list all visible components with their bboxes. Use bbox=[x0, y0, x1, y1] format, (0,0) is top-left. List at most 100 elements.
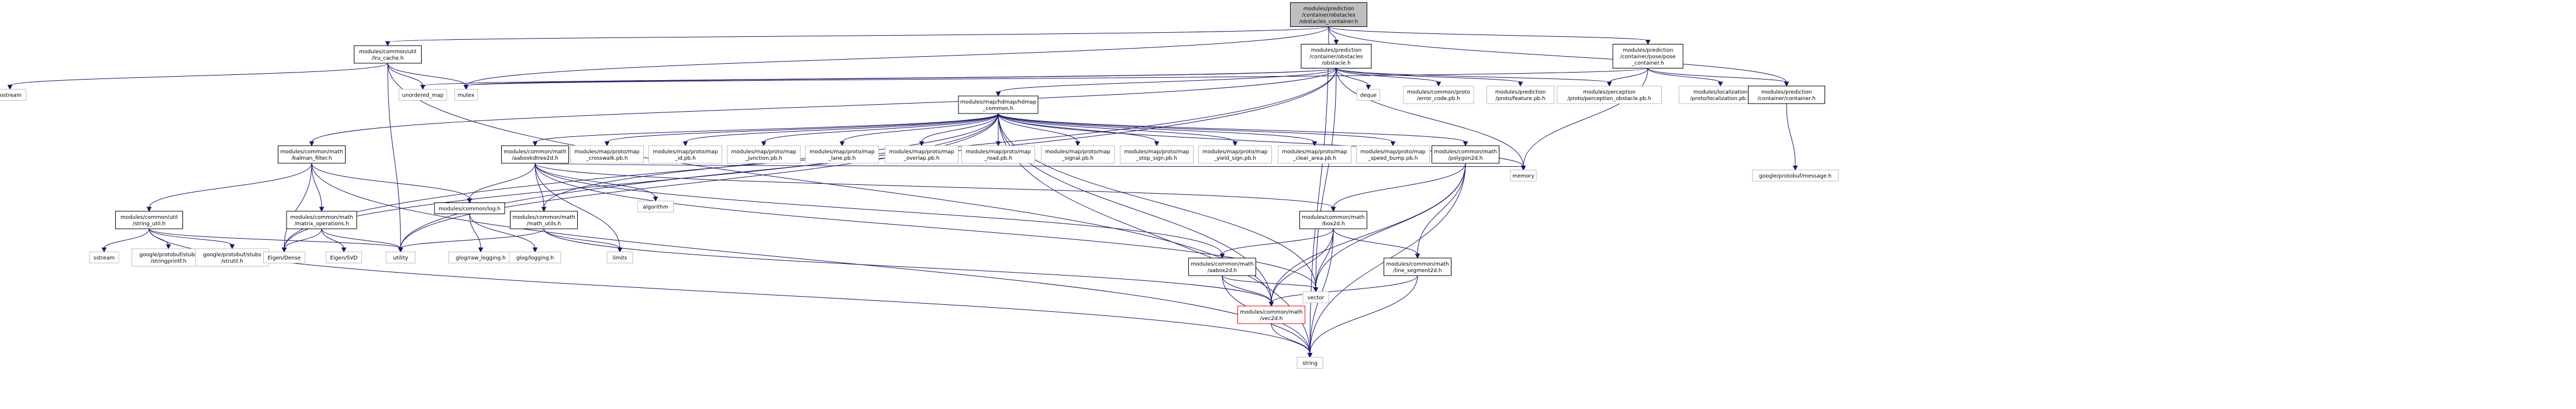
node-label: modules/map/proto/map bbox=[574, 149, 640, 155]
edge-hdmap-common-to-junction bbox=[763, 113, 999, 143]
edge-arrowhead bbox=[1390, 141, 1396, 147]
node-lru[interactable]: modules/common/util/lru_cache.h bbox=[354, 45, 422, 64]
node-unordered-map[interactable]: unordered_map bbox=[398, 89, 447, 101]
node-label: Eigen/SVD bbox=[330, 256, 358, 262]
node-clear-area[interactable]: modules/map/proto/map_clear_area.pb.h bbox=[1278, 145, 1351, 164]
node-id-pb[interactable]: modules/map/proto/map_id.pb.h bbox=[649, 145, 722, 164]
edge-math-utils-to-utility bbox=[400, 228, 544, 249]
node-strutil[interactable]: google/protobuf/stubs/strutil.h bbox=[195, 248, 269, 267]
node-stringprintf[interactable]: google/protobuf/stubs/stringprintf.h bbox=[132, 248, 205, 267]
node-label: /matrix_operations.h bbox=[294, 221, 349, 227]
node-box bbox=[195, 248, 269, 267]
node-box bbox=[885, 145, 958, 164]
node-string[interactable]: string bbox=[1296, 357, 1323, 369]
node-feature-pb[interactable]: modules/prediction/proto/feature.pb.h bbox=[1487, 85, 1554, 104]
edge-pose-to-memory bbox=[1523, 68, 1649, 167]
edge-pose-to-mutex bbox=[465, 68, 1649, 86]
node-box bbox=[1752, 170, 1839, 181]
edge-root-to-lru bbox=[387, 26, 1329, 43]
node-overlap[interactable]: modules/map/proto/map_overlap.pb.h bbox=[885, 145, 958, 164]
node-memory[interactable]: memory bbox=[1510, 170, 1537, 181]
node-label: limits bbox=[613, 256, 627, 262]
node-box2d[interactable]: modules/common/math/box2d.h bbox=[1299, 211, 1367, 229]
node-box bbox=[1432, 145, 1499, 164]
edge-hdmap-common-to-clear-area bbox=[998, 113, 1315, 143]
edge-box2d-to-vec2d bbox=[1271, 228, 1334, 303]
node-stop-sign[interactable]: modules/map/proto/map_stop_sign.pb.h bbox=[1120, 145, 1194, 164]
node-vector[interactable]: vector bbox=[1302, 291, 1329, 303]
edge-line-segment-to-string bbox=[1309, 275, 1418, 354]
node-box bbox=[115, 211, 183, 229]
edge-polygon2d-to-box2d bbox=[1333, 163, 1466, 208]
edge-kalman-to-string-util bbox=[149, 163, 312, 208]
node-obstacle[interactable]: modules/prediction/container/obstacles/o… bbox=[1301, 44, 1372, 68]
node-label: /container/obstacles bbox=[1302, 13, 1356, 19]
node-limits[interactable]: limits bbox=[606, 252, 633, 263]
edge-hdmap-common-to-signal bbox=[998, 113, 1078, 143]
node-label: modules/common/util bbox=[120, 215, 178, 221]
node-label: modules/map/proto/map bbox=[1124, 149, 1189, 155]
node-iostream[interactable]: iostream bbox=[0, 89, 26, 101]
node-speed-bump[interactable]: modules/map/proto/map_speed_bump.pb.h bbox=[1356, 145, 1430, 164]
edge-log-to-glog-raw bbox=[469, 214, 481, 249]
node-yield-sign[interactable]: modules/map/proto/map_yield_sign.pb.h bbox=[1198, 145, 1272, 164]
node-mutex[interactable]: mutex bbox=[454, 89, 478, 101]
edge-arrowhead bbox=[1313, 287, 1319, 293]
node-label: /polygon2d.h bbox=[1448, 156, 1482, 161]
edge-aaboxkdtree-to-aabox2d bbox=[534, 163, 1223, 255]
node-string-util[interactable]: modules/common/util/string_util.h bbox=[115, 211, 183, 229]
edge-obstacle-to-mutex bbox=[465, 68, 1337, 86]
edge-arrowhead bbox=[1312, 141, 1318, 147]
node-lane[interactable]: modules/map/proto/map_lane.pb.h bbox=[805, 145, 879, 164]
node-aabox2d[interactable]: modules/common/math/aabox2d.h bbox=[1188, 257, 1256, 276]
node-box bbox=[1612, 44, 1684, 68]
node-label: /string_util.h bbox=[133, 221, 165, 227]
node-deque[interactable]: deque bbox=[1357, 89, 1380, 101]
node-polygon2d[interactable]: modules/common/math/polygon2d.h bbox=[1432, 145, 1499, 164]
edge-string-util-to-utility bbox=[149, 228, 401, 249]
node-math-utils[interactable]: modules/common/math/math_utils.h bbox=[510, 211, 578, 229]
node-pose[interactable]: modules/prediction/container/pose/pose_c… bbox=[1612, 44, 1684, 68]
node-sstream[interactable]: sstream bbox=[89, 252, 119, 263]
node-root[interactable]: modules/prediction/container/obstacles/o… bbox=[1290, 2, 1367, 27]
edge-lru-to-unordered-map bbox=[387, 63, 423, 86]
node-vec2d[interactable]: modules/common/math/vec2d.h bbox=[1237, 305, 1305, 324]
node-box bbox=[263, 252, 305, 263]
node-signal[interactable]: modules/map/proto/map_signal.pb.h bbox=[1041, 145, 1115, 164]
node-box bbox=[1301, 44, 1372, 68]
edge-arrowhead bbox=[1606, 81, 1612, 87]
node-perception-obstacle[interactable]: modules/perception/proto/perception_obst… bbox=[1557, 85, 1662, 104]
node-crosswalk[interactable]: modules/map/proto/map_crosswalk.pb.h bbox=[570, 145, 644, 164]
edge-arrowhead bbox=[1518, 81, 1523, 87]
node-eigen-dense[interactable]: Eigen/Dense bbox=[263, 252, 305, 263]
node-matrix-ops[interactable]: modules/common/math/matrix_operations.h bbox=[286, 211, 357, 229]
node-box bbox=[1384, 257, 1451, 276]
node-algorithm[interactable]: algorithm bbox=[637, 201, 674, 212]
node-log[interactable]: modules/common/log.h bbox=[434, 202, 505, 214]
node-message-h[interactable]: google/protobuf/message.h bbox=[1752, 170, 1839, 181]
edge-arrowhead bbox=[1268, 301, 1274, 307]
node-box bbox=[1356, 145, 1430, 164]
node-eigen-svd[interactable]: Eigen/SVD bbox=[326, 252, 362, 263]
edge-arrowhead bbox=[532, 248, 538, 253]
node-kalman[interactable]: modules/common/math/kalman_filter.h bbox=[278, 145, 346, 164]
edge-string-util-to-string bbox=[149, 228, 1311, 354]
node-road[interactable]: modules/map/proto/map_road.pb.h bbox=[961, 145, 1035, 164]
node-glog[interactable]: glog/logging.h bbox=[509, 252, 561, 263]
node-label: vector bbox=[1308, 295, 1325, 301]
edge-arrowhead bbox=[1075, 141, 1081, 147]
node-utility[interactable]: utility bbox=[385, 252, 416, 263]
node-label: /aabox2d.h bbox=[1208, 268, 1237, 274]
node-error-code[interactable]: modules/common/proto/error_code.pb.h bbox=[1403, 85, 1474, 104]
dependency-edges bbox=[7, 26, 1798, 358]
node-hdmap-common[interactable]: modules/map/hdmap/hdmap_common.h bbox=[958, 95, 1039, 114]
node-line-segment[interactable]: modules/common/math/line_segment2d.h bbox=[1384, 257, 1451, 276]
edge-arrowhead bbox=[995, 141, 1001, 147]
node-label: /strutil.h bbox=[221, 259, 243, 264]
node-container[interactable]: modules/prediction/container/container.h bbox=[1748, 85, 1825, 104]
node-glog-raw[interactable]: glog/raw_logging.h bbox=[449, 252, 513, 263]
node-aaboxkdtree[interactable]: modules/common/math/aaboxkdtree2d.h bbox=[501, 145, 569, 164]
node-junction[interactable]: modules/map/proto/map_junction.pb.h bbox=[727, 145, 801, 164]
edge-arrowhead bbox=[617, 248, 623, 253]
edge-arrowhead bbox=[1520, 166, 1526, 171]
